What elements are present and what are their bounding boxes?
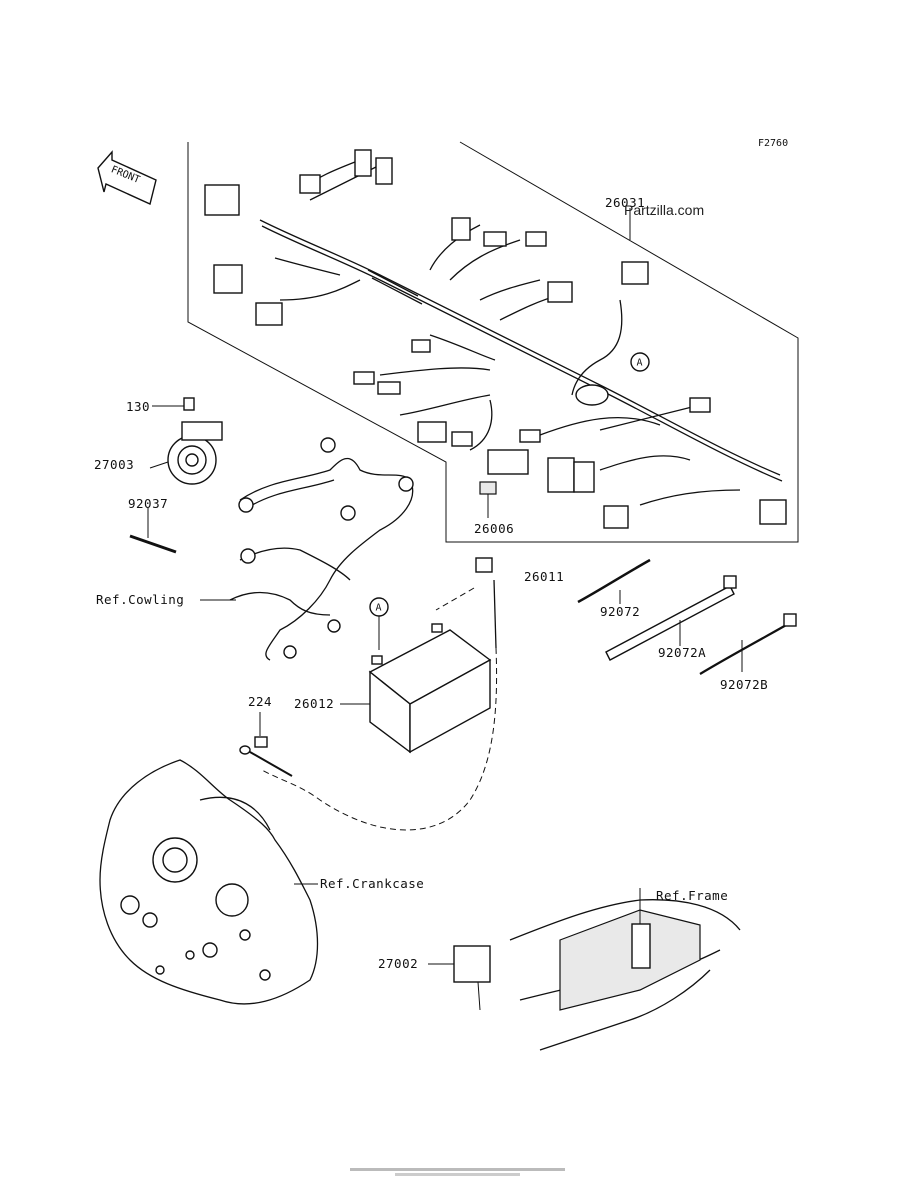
label-26011: 26011	[524, 569, 564, 584]
footer-fineprint-2	[395, 1173, 520, 1176]
fuse-26006	[479, 481, 497, 518]
harness-inset-frame	[187, 141, 799, 543]
relay-27002	[453, 945, 491, 1011]
clamp-92072a	[605, 575, 737, 661]
battery-cable-26011	[261, 557, 498, 831]
clamp-92072	[577, 558, 651, 604]
label-92072b: 92072B	[720, 677, 768, 692]
label-26031: 26031	[605, 195, 645, 210]
label-130: 130	[126, 399, 150, 414]
bolt-224	[239, 736, 293, 777]
front-arrow-icon: FRONT	[97, 150, 157, 205]
wire-harness-26031	[204, 149, 787, 529]
horn-27003	[167, 397, 223, 485]
frame	[509, 888, 741, 1051]
label-26012: 26012	[294, 696, 334, 711]
label-92037: 92037	[128, 496, 168, 511]
ref-marker-a-harness: A	[630, 352, 650, 372]
label-27003: 27003	[94, 457, 134, 472]
label-92072a: 92072A	[658, 645, 706, 660]
label-27002: 27002	[378, 956, 418, 971]
cowling-bracket	[229, 437, 414, 661]
bolt-92037	[129, 534, 177, 554]
watermark: Partzilla.com	[624, 202, 704, 218]
label-26006: 26006	[474, 521, 514, 536]
label-224: 224	[248, 694, 272, 709]
label-ref-crankcase: Ref.Crankcase	[320, 876, 424, 891]
ref-marker-a-battery: A	[369, 597, 389, 617]
footer-fineprint	[350, 1168, 565, 1171]
svg-text:A: A	[637, 358, 643, 369]
leader-lines	[147, 208, 743, 965]
label-92072: 92072	[600, 604, 640, 619]
label-ref-frame: Ref.Frame	[656, 888, 728, 903]
clamp-92072b	[699, 613, 797, 675]
figure-code: F2760	[758, 138, 788, 149]
crankcase	[99, 759, 319, 1005]
battery-26012	[368, 623, 492, 754]
svg-text:A: A	[376, 603, 382, 614]
label-ref-cowling: Ref.Cowling	[96, 592, 184, 607]
